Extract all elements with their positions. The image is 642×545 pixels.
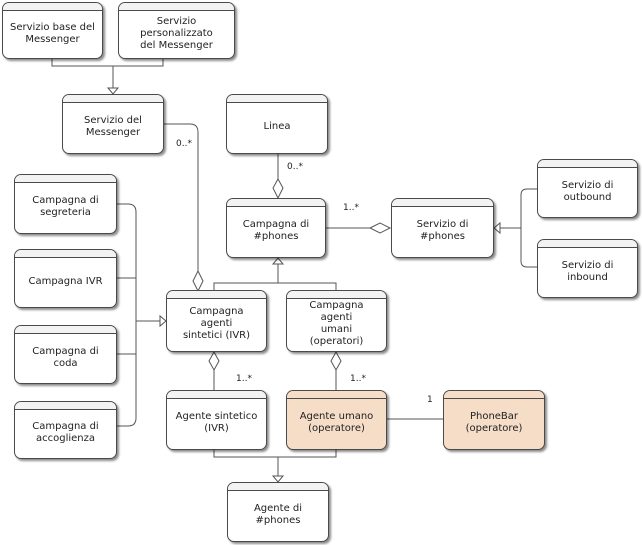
node-label: Agente di #phones (253, 503, 303, 526)
generalization-arrowhead (106, 87, 120, 95)
node-agente-phones[interactable]: Agente di #phones (227, 482, 329, 542)
node-label: Servizio di inbound (561, 259, 614, 283)
generalization-connector (117, 203, 137, 427)
node-servizio-personalizzato-messenger[interactable]: Servizio personalizzato del Messenger (118, 2, 235, 59)
aggregation-diamond (272, 177, 284, 200)
multiplicity-label: 1..* (236, 374, 252, 384)
multiplicity-label: 1..* (350, 374, 366, 384)
node-label: Linea (263, 121, 291, 132)
node-campagna-agenti-sintetici[interactable]: Campagna agenti sintetici (IVR) (166, 290, 267, 352)
aggregation-diamond (208, 350, 220, 372)
node-agente-sintetico[interactable]: Agente sintetico (IVR) (166, 390, 267, 450)
generalization-arrowhead (271, 475, 285, 483)
node-label: Agente sintetico (IVR) (175, 411, 258, 434)
node-label: Agente umano (operatore) (299, 411, 374, 434)
node-label: Servizio personalizzato del Messenger (140, 15, 213, 51)
aggregation-diamond (330, 350, 342, 372)
node-label: Servizio base del Messenger (10, 21, 95, 45)
node-servizio-phones[interactable]: Servizio di #phones (391, 198, 494, 258)
node-label: Servizio di #phones (416, 219, 469, 242)
node-campagna-phones[interactable]: Campagna di #phones (226, 198, 326, 258)
generalization-connector (213, 450, 337, 458)
generalization-arrowhead (493, 221, 501, 235)
node-servizio-inbound[interactable]: Servizio di inbound (537, 239, 638, 298)
node-label: Campagna di segreteria (32, 195, 99, 218)
association-connector (164, 123, 199, 272)
node-label: Campagna di #phones (242, 219, 310, 242)
node-servizio-outbound[interactable]: Servizio di outbound (537, 159, 638, 218)
node-campagna-accoglienza[interactable]: Campagna di accoglienza (14, 401, 117, 459)
aggregation-diamond (368, 222, 392, 234)
generalization-connector (51, 59, 164, 67)
node-label: Campagna IVR (28, 275, 103, 287)
node-label: Campagna agenti sintetici (IVR) (182, 306, 251, 341)
node-label: Campagna agenti umani (operatori) (309, 300, 364, 347)
node-phonebar[interactable]: PhoneBar (operatore) (443, 390, 545, 450)
node-label: Campagna di coda (32, 345, 99, 369)
node-campagna-segreteria[interactable]: Campagna di segreteria (14, 174, 117, 234)
node-label: Servizio di outbound (561, 179, 614, 203)
node-label: Campagna di accoglienza (32, 421, 99, 444)
node-servizio-messenger[interactable]: Servizio del Messenger (62, 94, 164, 154)
generalization-connector (213, 282, 337, 290)
generalization-connector (520, 188, 537, 268)
multiplicity-label: 1 (427, 395, 433, 405)
node-agente-umano[interactable]: Agente umano (operatore) (286, 390, 387, 450)
multiplicity-label: 0..* (287, 162, 303, 172)
node-linea[interactable]: Linea (226, 94, 328, 154)
aggregation-diamond (192, 269, 204, 293)
generalization-arrowhead (271, 257, 285, 265)
node-campagna-agenti-umani[interactable]: Campagna agenti umani (operatori) (286, 290, 387, 352)
generalization-arrowhead (159, 314, 167, 328)
node-campagna-coda[interactable]: Campagna di coda (14, 325, 117, 384)
node-label: PhoneBar (operatore) (465, 411, 523, 434)
multiplicity-label: 1..* (343, 203, 359, 213)
node-servizio-base-messenger[interactable]: Servizio base del Messenger (2, 2, 103, 59)
node-campagna-ivr[interactable]: Campagna IVR (14, 249, 117, 308)
node-label: Servizio del Messenger (84, 115, 142, 138)
multiplicity-label: 0..* (176, 139, 192, 149)
